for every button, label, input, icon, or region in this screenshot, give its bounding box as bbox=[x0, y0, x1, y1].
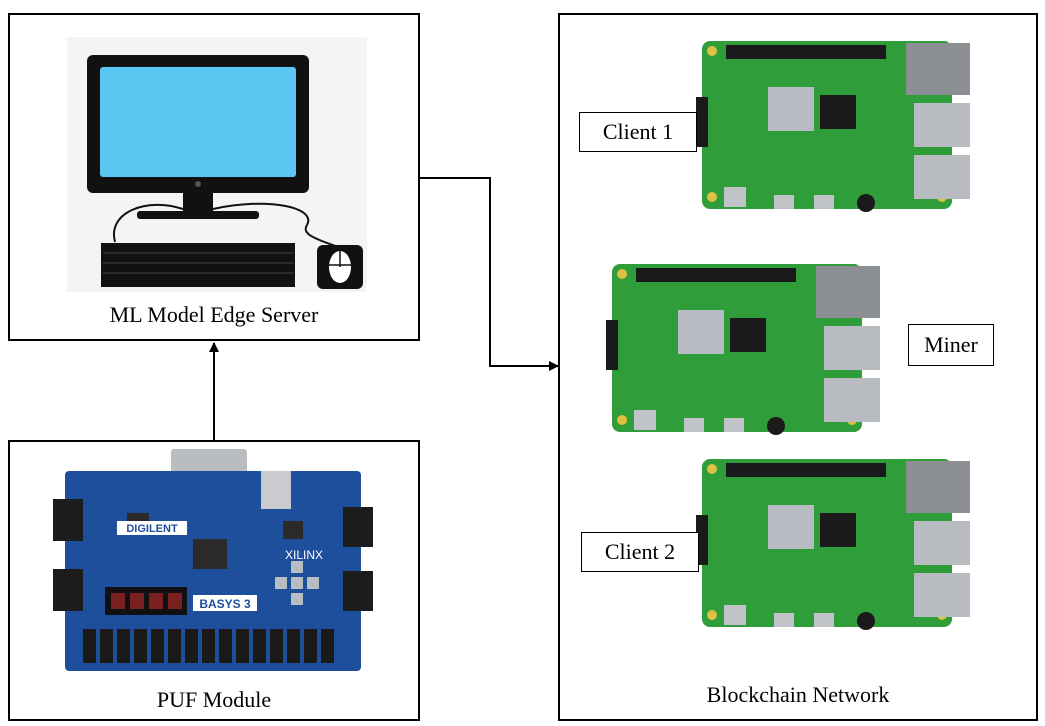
computer-icon bbox=[67, 37, 367, 292]
client2-label: Client 2 bbox=[581, 532, 699, 572]
server-label: ML Model Edge Server bbox=[109, 302, 319, 327]
puf-label: PUF Module bbox=[156, 687, 272, 712]
blockchain-box: Client 1 Miner Client 2 Blockchai bbox=[558, 13, 1038, 721]
puf-box: DIGILENT XILINX BASYS 3 PUF Module bbox=[8, 440, 420, 721]
board-name-text: BASYS 3 bbox=[199, 597, 251, 611]
board-brand-text: DIGILENT bbox=[126, 523, 178, 535]
raspberry-pi-icon bbox=[606, 264, 880, 435]
client1-label: Client 1 bbox=[579, 112, 697, 152]
fpga-brand-text: XILINX bbox=[285, 548, 323, 562]
miner-label: Miner bbox=[908, 324, 994, 366]
raspberry-pi-icon bbox=[696, 459, 970, 630]
raspberry-pi-icon bbox=[696, 41, 970, 212]
server-box: ML Model Edge Server bbox=[8, 13, 420, 341]
blockchain-label: Blockchain Network bbox=[706, 682, 890, 707]
fpga-board-icon: DIGILENT XILINX BASYS 3 bbox=[53, 449, 373, 671]
arrow-server-to-blockchain bbox=[419, 177, 559, 371]
